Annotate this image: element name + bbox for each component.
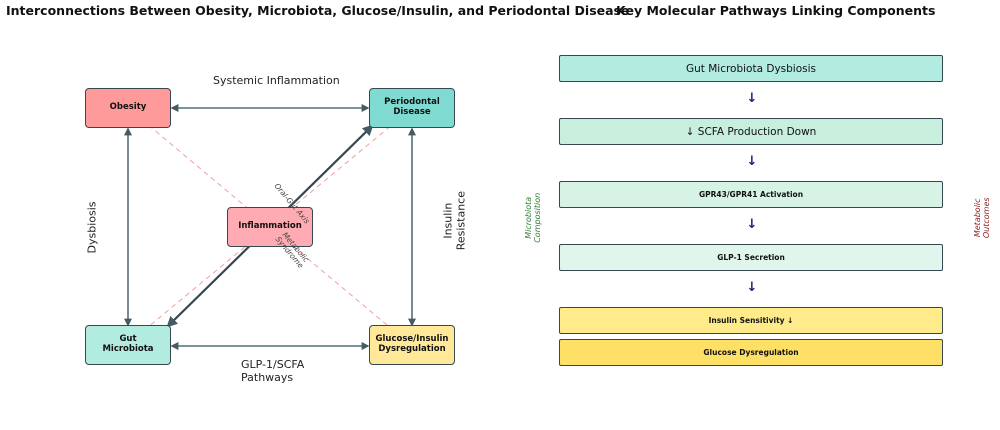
edge-label-systemic-inflammation: Systemic Inflammation: [213, 74, 340, 87]
arrow-down-icon: ↓: [746, 217, 758, 232]
step-scfa-production: ↓ SCFA Production Down: [559, 118, 943, 145]
side-label-microbiota-composition: Microbiota Composition: [524, 192, 542, 243]
step-gut-dysbiosis: Gut Microbiota Dysbiosis: [559, 55, 943, 82]
step-insulin-sensitivity: Insulin Sensitivity ↓: [559, 307, 943, 334]
node-periodontal-disease: Periodontal Disease: [369, 88, 455, 128]
arrow-down-icon: ↓: [746, 280, 758, 295]
node-gut-microbiota: Gut Microbiota: [85, 325, 171, 365]
node-glucose-insulin: Glucose/Insulin Dysregulation: [369, 325, 455, 365]
node-obesity: Obesity: [85, 88, 171, 128]
edge-label-dysbiosis: Dysbiosis: [85, 201, 99, 254]
node-inflammation: Inflammation: [227, 207, 313, 247]
step-glp1-secretion: GLP-1 Secretion: [559, 244, 943, 271]
arrow-down-icon: ↓: [746, 154, 758, 169]
step-gpr43-activation: GPR43/GPR41 Activation: [559, 181, 943, 208]
step-glucose-dysregulation: Glucose Dysregulation: [559, 339, 943, 366]
right-panel-title: Key Molecular Pathways Linking Component…: [616, 3, 936, 18]
edge-label-insulin-resistance: Insulin Resistance: [441, 191, 467, 251]
left-panel-title: Interconnections Between Obesity, Microb…: [6, 3, 630, 18]
arrow-down-icon: ↓: [746, 91, 758, 106]
side-label-metabolic-outcomes: Metabolic Outcomes: [973, 197, 991, 239]
edge-label-glp1-scfa: GLP-1/SCFA Pathways: [241, 358, 305, 385]
